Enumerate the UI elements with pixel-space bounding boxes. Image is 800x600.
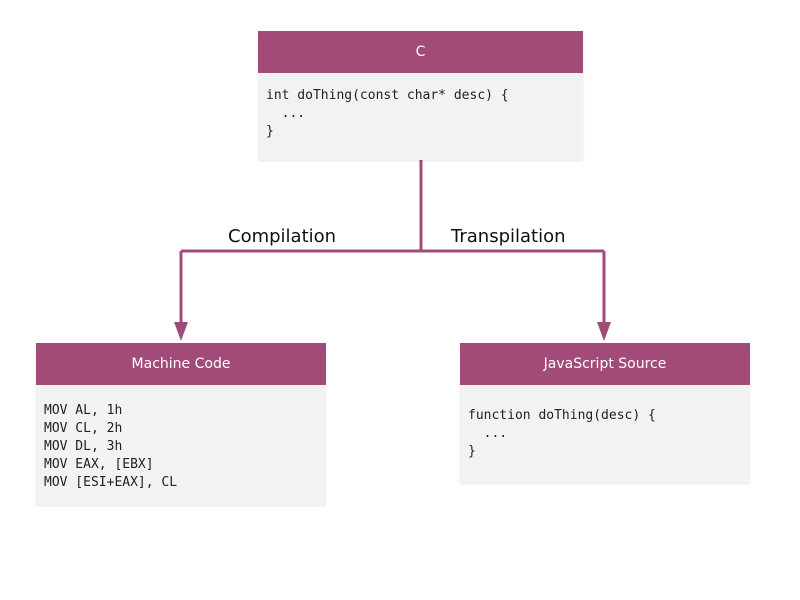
node-c-code: int doThing(const char* desc) { ... } (258, 73, 583, 153)
node-javascript-source-header: JavaScript Source (460, 343, 750, 385)
code-line: ... (266, 106, 306, 121)
node-javascript-source: JavaScript Source function doThing(desc)… (460, 343, 750, 483)
node-c: C int doThing(const char* desc) { ... } (258, 31, 583, 160)
node-machine-code: Machine Code MOV AL, 1h MOV CL, 2h MOV D… (36, 343, 326, 505)
node-c-header: C (258, 31, 583, 73)
code-line: MOV AL, 1h (44, 403, 123, 418)
code-line: int doThing(const char* desc) { (266, 88, 509, 103)
code-line: } (468, 444, 476, 459)
code-line: function doThing(desc) { (468, 408, 656, 423)
edge-label-transpilation: Transpilation (451, 226, 566, 247)
code-line: MOV [ESI+EAX], CL (44, 475, 178, 490)
code-line: } (266, 124, 274, 139)
code-line: ... (468, 426, 508, 441)
arrowhead-right (597, 322, 611, 341)
node-javascript-source-code: function doThing(desc) { ... } (460, 385, 750, 473)
node-machine-code-code: MOV AL, 1h MOV CL, 2h MOV DL, 3h MOV EAX… (36, 385, 326, 504)
node-machine-code-header: Machine Code (36, 343, 326, 385)
edge-label-compilation: Compilation (228, 226, 337, 247)
code-line: MOV DL, 3h (44, 439, 123, 454)
code-line: MOV EAX, [EBX] (44, 457, 154, 472)
code-line: MOV CL, 2h (44, 421, 123, 436)
arrowhead-left (174, 322, 188, 341)
